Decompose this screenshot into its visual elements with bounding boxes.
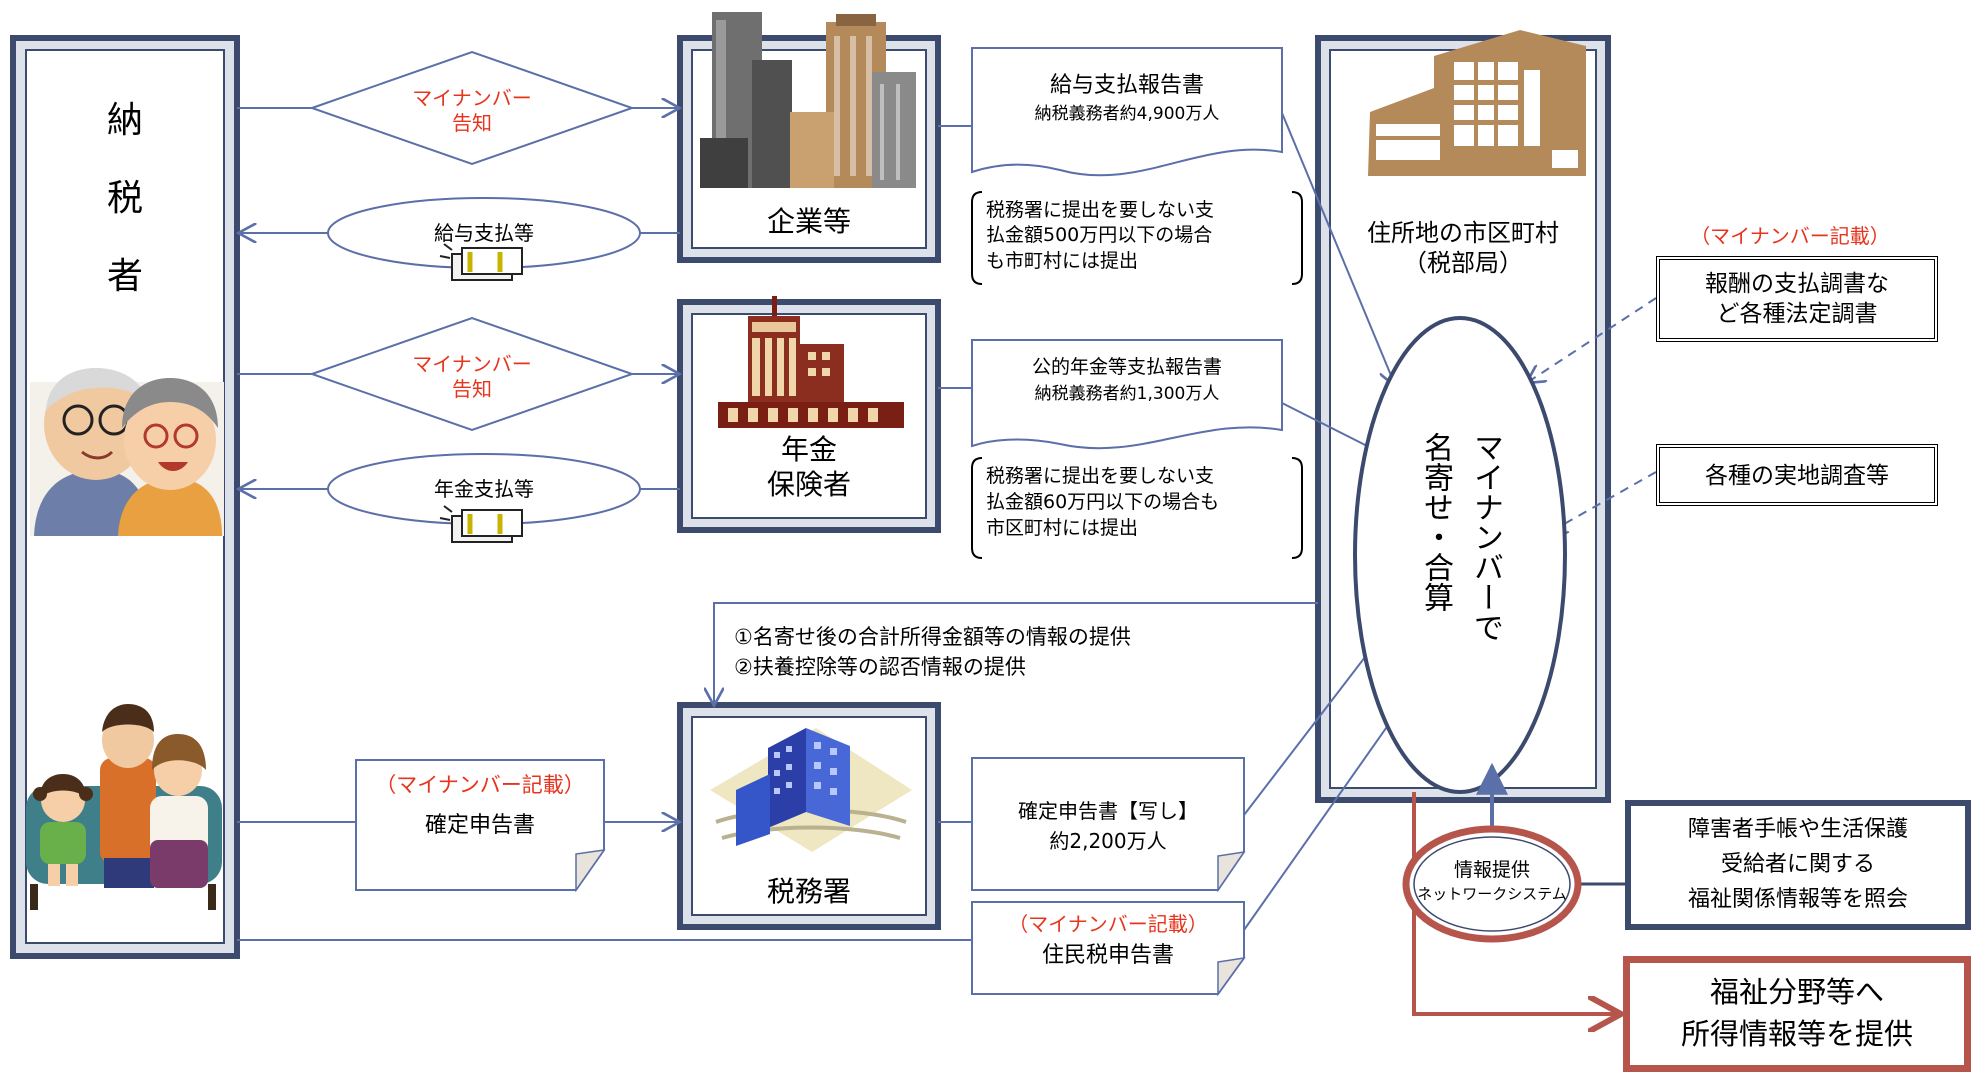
matching-label: マイナンバーで 名寄せ・合算 bbox=[1418, 432, 1503, 642]
pension-building-icon bbox=[718, 296, 904, 428]
network-ellipse bbox=[1402, 825, 1582, 943]
pension-note-bracket bbox=[971, 457, 983, 559]
pension-report-doc bbox=[971, 339, 1283, 450]
elderly-couple-icon bbox=[30, 368, 224, 536]
banknote-bundle-icon bbox=[439, 505, 523, 543]
taxpayer-char-3: 者 bbox=[106, 256, 143, 297]
taxpayer-label: 納 税 者 bbox=[95, 82, 155, 316]
banknote-bundle-icon bbox=[439, 243, 523, 281]
field-survey-box: 各種の実地調査等 bbox=[1656, 444, 1938, 506]
statutory-tag: （マイナンバー記載） bbox=[1690, 224, 1890, 248]
info-provision-text: ①名寄せ後の合計所得金額等の情報の提供 ②扶養控除等の認否情報の提供 bbox=[734, 625, 1131, 680]
statutory-box: 報酬の支払調書な ど各種法定調書 bbox=[1656, 256, 1938, 342]
salary-report-doc bbox=[971, 47, 1283, 177]
notice-mid-label: マイナンバー 告知 bbox=[412, 352, 532, 401]
salary-report-sub: 納税義務者約4,900万人 bbox=[1034, 104, 1220, 124]
tax-office-label: 税務署 bbox=[766, 875, 851, 908]
final-return-tag: （マイナンバー記載） bbox=[375, 773, 585, 797]
final-return-copy-text: 確定申告書【写し】 約2,200万人 bbox=[1018, 799, 1198, 853]
city-hall-icon bbox=[1368, 30, 1586, 176]
network-label: 情報提供 ネットワークシステム bbox=[1417, 859, 1567, 903]
salary-note-bracket bbox=[971, 191, 983, 285]
salary-payment-label: 給与支払等 bbox=[434, 221, 534, 245]
tax-office-building-icon bbox=[710, 728, 912, 852]
pension-payment-label: 年金支払等 bbox=[434, 477, 534, 501]
skyscrapers-icon bbox=[700, 12, 916, 188]
taxpayer-char-1: 納 bbox=[106, 100, 143, 141]
resident-return-tag: （マイナンバー記載） bbox=[1008, 912, 1208, 936]
company-label: 企業等 bbox=[766, 205, 851, 238]
welfare-provide-box: 福祉分野等へ 所得情報等を提供 bbox=[1623, 956, 1971, 1072]
notice-top-label: マイナンバー 告知 bbox=[412, 86, 532, 135]
salary-note: 税務署に提出を要しない支 払金額500万円以下の場合 も市町村には提出 bbox=[986, 199, 1215, 272]
pension-report-sub: 納税義務者約1,300万人 bbox=[1034, 384, 1220, 404]
pension-note: 税務署に提出を要しない支 払金額60万円以下の場合も 市区町村には提出 bbox=[986, 465, 1220, 539]
welfare-inquiry-box: 障害者手帳や生活保護 受給者に関する 福祉関係情報等を照会 bbox=[1625, 800, 1971, 930]
matching-ellipse bbox=[1353, 316, 1567, 794]
municipality-label: 住所地の市区町村 （税部局） bbox=[1367, 219, 1559, 277]
pension-insurer-label: 年金 保険者 bbox=[766, 433, 851, 501]
pension-report-title: 公的年金等支払報告書 bbox=[1031, 356, 1222, 378]
resident-return-title: 住民税申告書 bbox=[1041, 943, 1174, 968]
taxpayer-char-2: 税 bbox=[106, 178, 143, 219]
final-return-title: 確定申告書 bbox=[424, 813, 535, 838]
family-icon bbox=[26, 704, 222, 910]
salary-report-title: 給与支払報告書 bbox=[1049, 73, 1204, 98]
